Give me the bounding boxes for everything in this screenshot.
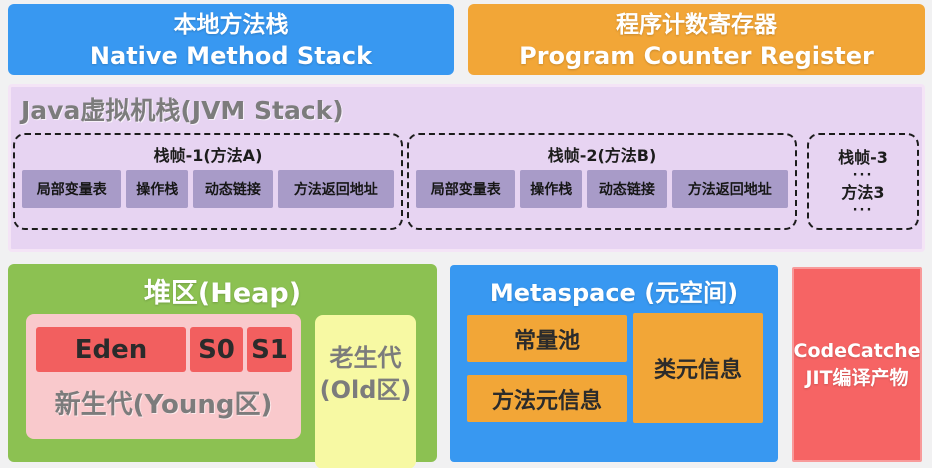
stack-frame-3: 栈帧-3 ··· 方法3 ···	[807, 133, 919, 230]
metaspace-box: Metaspace (元空间) 常量池 方法元信息 类元信息	[450, 265, 778, 462]
program-counter-register-box: 程序计数寄存器 Program Counter Register	[468, 4, 925, 75]
jvm-stack-title: Java虚拟机栈(JVM Stack)	[21, 96, 344, 125]
stack-frame-3-title: 栈帧-3	[838, 148, 888, 167]
jvm-stack-box: Java虚拟机栈(JVM Stack) 栈帧-1(方法A) 局部变量表 操作栈 …	[8, 84, 925, 252]
heap-box: 堆区(Heap) Eden S0 S1 新生代(Young区) 老生代 (Old…	[8, 264, 437, 468]
metaspace-title: Metaspace (元空间)	[489, 279, 739, 307]
eden-region: Eden	[36, 327, 186, 372]
old-generation-label-en: (Old区)	[319, 376, 412, 404]
code-cache-box: CodeCatche JIT编译产物	[792, 267, 922, 462]
stack-frame-1-slots: 局部变量表 操作栈 动态链接 方法返回地址	[22, 170, 394, 208]
old-generation-box: 老生代 (Old区)	[315, 315, 416, 468]
slot-local-variable-table: 局部变量表	[416, 170, 516, 208]
stack-frame-3-dots-bottom: ···	[852, 203, 874, 218]
survivor-1-region: S1	[247, 327, 292, 372]
slot-dynamic-linking: 动态链接	[587, 170, 667, 208]
slot-operand-stack: 操作栈	[126, 170, 189, 208]
young-generation-regions: Eden S0 S1	[36, 327, 292, 372]
native-method-stack-box: 本地方法栈 Native Method Stack	[8, 4, 454, 75]
program-counter-register-title-zh: 程序计数寄存器	[616, 12, 777, 38]
native-method-stack-title-en: Native Method Stack	[89, 42, 373, 70]
slot-local-variable-table: 局部变量表	[22, 170, 122, 208]
stack-frame-2-title: 栈帧-2(方法B)	[547, 146, 657, 165]
class-metadata-box: 类元信息	[633, 313, 763, 423]
constant-pool-box: 常量池	[467, 315, 627, 362]
code-cache-label-en: CodeCatche	[793, 339, 921, 362]
code-cache-label-zh: JIT编译产物	[805, 366, 909, 389]
old-generation-label-zh: 老生代	[329, 344, 402, 372]
method-metadata-box: 方法元信息	[467, 375, 627, 422]
program-counter-register-title-en: Program Counter Register	[519, 42, 874, 70]
young-generation-box: Eden S0 S1 新生代(Young区)	[26, 314, 301, 439]
native-method-stack-title-zh: 本地方法栈	[173, 12, 289, 38]
young-generation-label: 新生代(Young区)	[54, 390, 273, 420]
stack-frame-2-slots: 局部变量表 操作栈 动态链接 方法返回地址	[416, 170, 788, 208]
survivor-0-region: S0	[190, 327, 243, 372]
stack-frame-3-method: 方法3	[841, 183, 885, 202]
stack-frame-1-title: 栈帧-1(方法A)	[153, 146, 263, 165]
slot-operand-stack: 操作栈	[520, 170, 583, 208]
stack-frame-1: 栈帧-1(方法A) 局部变量表 操作栈 动态链接 方法返回地址	[13, 133, 403, 230]
stack-frame-2: 栈帧-2(方法B) 局部变量表 操作栈 动态链接 方法返回地址	[407, 133, 797, 230]
slot-dynamic-linking: 动态链接	[193, 170, 273, 208]
slot-return-address: 方法返回地址	[671, 170, 788, 208]
heap-title: 堆区(Heap)	[143, 278, 302, 309]
stack-frame-3-dots-top: ···	[852, 168, 874, 183]
slot-return-address: 方法返回地址	[277, 170, 394, 208]
